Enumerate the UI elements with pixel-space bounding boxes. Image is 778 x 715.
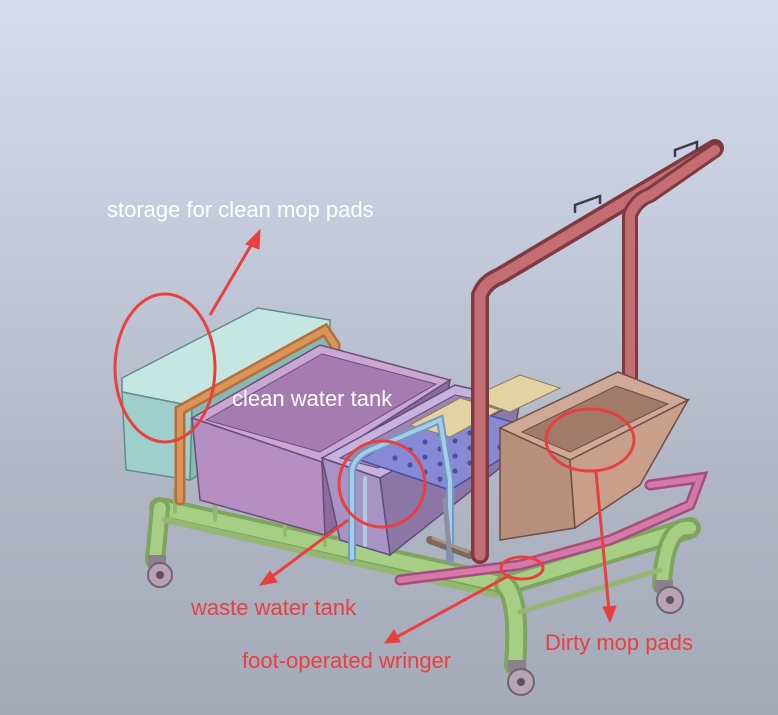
label-foot-operated-wringer: foot-operated wringer — [242, 648, 452, 673]
handle-hooks — [573, 140, 699, 213]
handle-frame — [471, 139, 724, 564]
annotation-circles — [113, 292, 636, 581]
blue-tubing — [348, 414, 454, 564]
label-dirty-mop-pads: Dirty mop pads — [545, 630, 693, 655]
label-waste-water-tank: waste water tank — [191, 595, 357, 620]
caster-wheels — [147, 555, 684, 696]
annotation-arrows — [208, 228, 617, 644]
label-storage: storage for clean mop pads — [107, 197, 374, 222]
label-clean-water-tank: clean water tank — [232, 386, 393, 411]
